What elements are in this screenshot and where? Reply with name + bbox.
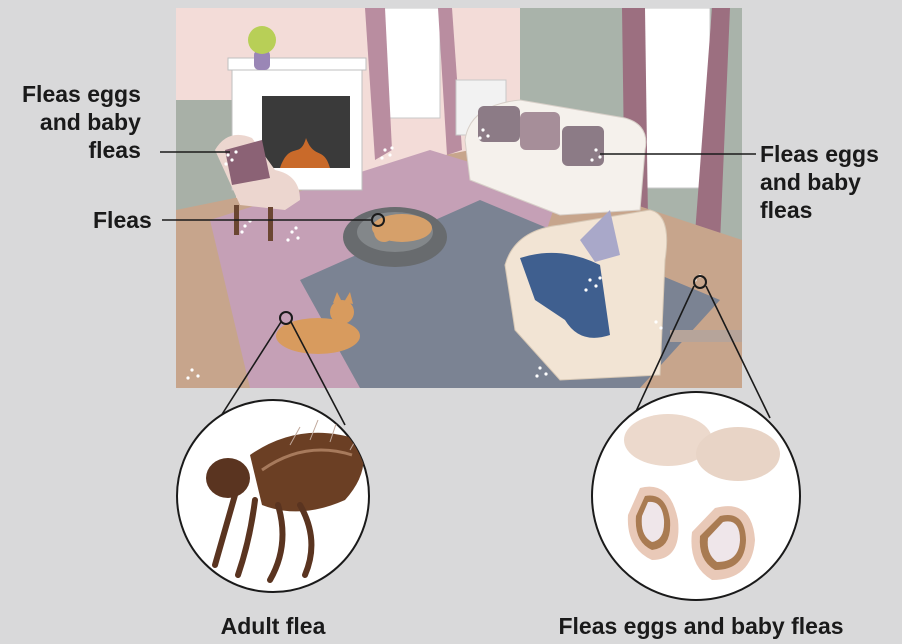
- label-line: Fleas eggs: [760, 140, 879, 168]
- sofa-pillow: [520, 112, 560, 150]
- label-line: Fleas eggs: [22, 80, 141, 108]
- eggs-zoom: [592, 392, 800, 600]
- rug-fringe: [670, 330, 742, 342]
- label-line: fleas: [22, 136, 141, 164]
- chair-leg: [268, 207, 273, 241]
- flea-egg-icon: [696, 427, 780, 481]
- living-room-illustration: [176, 8, 742, 388]
- label-line: and baby: [22, 108, 141, 136]
- fireplace-mantel: [228, 58, 366, 70]
- label-eggs-top-right: Fleas eggs and baby fleas: [760, 140, 879, 224]
- sofa-pillow: [478, 106, 520, 142]
- sofa-pillow: [562, 126, 604, 166]
- label-adult-flea: Adult flea: [173, 612, 373, 640]
- label-fleas: Fleas: [93, 206, 152, 234]
- window-right: [640, 8, 710, 188]
- label-eggs-top-left: Fleas eggs and baby fleas: [22, 80, 141, 164]
- label-line: fleas: [760, 196, 879, 224]
- plant-icon: [248, 26, 276, 54]
- label-line: and baby: [760, 168, 879, 196]
- label-eggs-bottom: Fleas eggs and baby fleas: [536, 612, 866, 640]
- adult-flea-zoom: [177, 400, 369, 592]
- cat-head: [330, 300, 354, 324]
